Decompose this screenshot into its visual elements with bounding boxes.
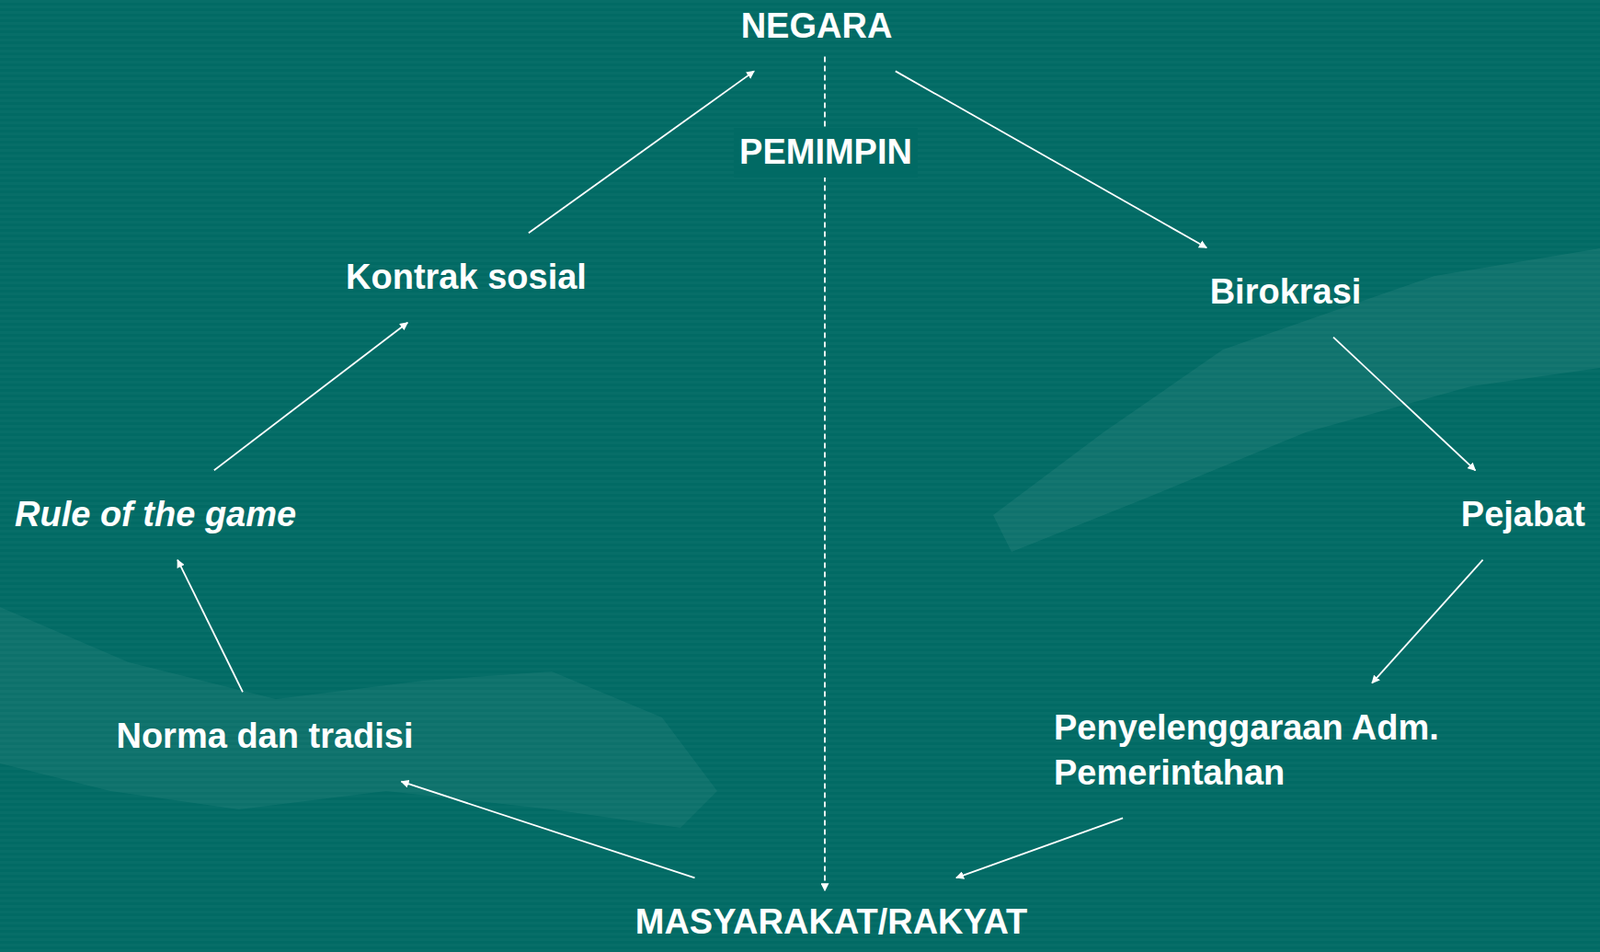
text-node: Rule of the game [9,490,302,539]
hand-shape [993,248,1600,552]
text-node: Kontrak sosial [340,252,593,302]
connector-arrow [895,70,1207,248]
node-label: Kontrak sosial [345,254,587,300]
node-label: Pejabat [1461,491,1586,538]
node-label: MASYARAKAT/RAKYAT [635,899,1028,945]
connector-arrow [1333,337,1475,471]
connector-arrow [956,817,1123,878]
text-node: Birokrasi [1204,267,1368,317]
text-node: PEMIMPIN [733,127,918,177]
connector-arrow [214,322,408,471]
connector-arrow [1371,560,1484,684]
text-node: NEGARA [735,1,899,51]
node-label: Birokrasi [1210,269,1362,315]
text-node: Pejabat [1455,490,1591,539]
connector-arrow [823,56,826,891]
text-node: Penyelenggaraan Adm. Pemerintahan [1048,703,1575,799]
connector-arrow [400,781,695,879]
text-node: MASYARAKAT/RAKYAT [629,897,1033,947]
node-label: Rule of the game [14,491,297,538]
node-label: PEMIMPIN [739,129,913,175]
hand-shape [0,606,718,828]
connector-arrow [528,70,755,233]
connector-arrow [177,560,243,693]
node-label: NEGARA [741,3,893,49]
node-label: Penyelenggaraan Adm. Pemerintahan [1053,705,1569,797]
text-node: Norma dan tradisi [110,711,419,761]
node-label: Norma dan tradisi [115,713,413,759]
